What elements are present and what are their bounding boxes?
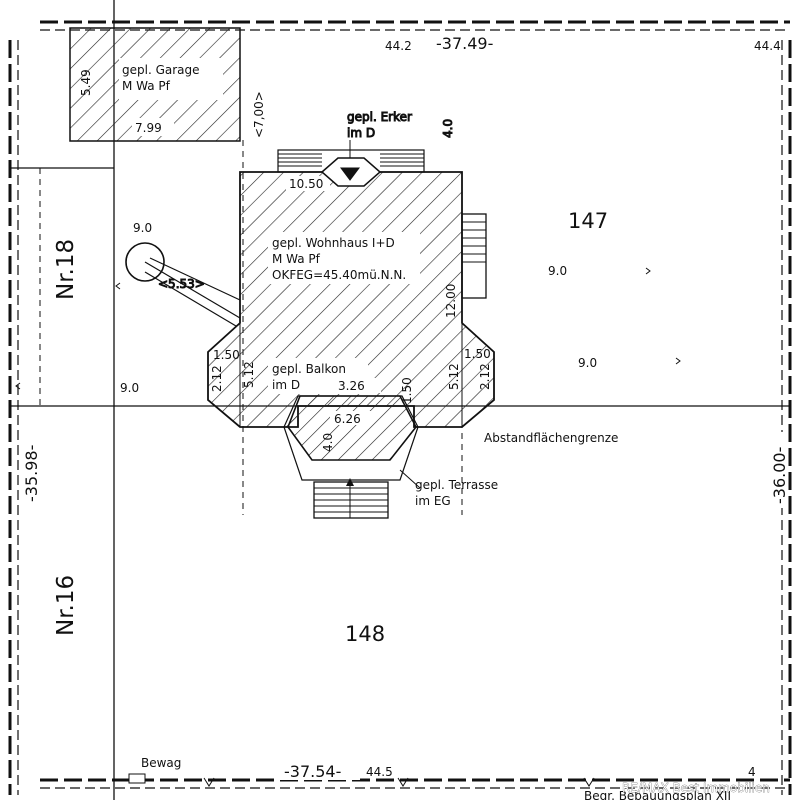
tree-distance: <5.53>	[158, 277, 205, 291]
balcony-side-f: 2.12	[478, 363, 492, 390]
distance-left-upper: 9.0	[133, 221, 152, 235]
distance-right-upper: 9.0	[548, 264, 567, 278]
side-stair	[461, 213, 487, 299]
parcel-number-north: 147	[568, 209, 608, 233]
property-boundary	[8, 20, 792, 795]
house-label-3: OKFEG=45.40mü.N.N.	[272, 268, 406, 282]
house-label-1: gepl. Wohnhaus I+D	[272, 236, 395, 250]
erker-label-1: gepl. Erker	[347, 110, 412, 124]
boundary-label: Abstandflächengrenze	[484, 431, 618, 445]
elevation-top-right: 44.4	[754, 39, 781, 53]
house: gepl. Wohnhaus I+D M Wa Pf OKFEG=45.40mü…	[207, 171, 495, 428]
balcony-side-g: 1.50	[464, 347, 491, 361]
watermark: RE/MAX Best Immobilien	[622, 781, 770, 795]
dimension-arrows	[15, 267, 681, 390]
elevation-bottom-right: 4	[748, 765, 756, 779]
balcony-label-2: im D	[272, 378, 300, 392]
garage-depth: 5.49	[79, 69, 93, 96]
balcony-side-e: 5.12	[447, 363, 461, 390]
garage-offset: <7,00>	[252, 91, 266, 138]
top-dimension: -37.49-	[436, 34, 493, 53]
erker-depth: 4.0	[441, 119, 455, 138]
balcony-side-a: 1.50	[213, 348, 240, 362]
distance-left-lower: 9.0	[120, 381, 139, 395]
elevation-top-left: 44.2	[385, 39, 412, 53]
house-width: 10.50	[289, 177, 323, 191]
balcony-side-c: 5.12	[242, 361, 256, 388]
garage: gepl. Garage M Wa Pf 7.99 5.49	[69, 27, 241, 142]
erker: gepl. Erker im D 4.0	[277, 110, 456, 187]
tree-symbol: <5.53>	[125, 242, 241, 327]
distance-right-lower: 9.0	[578, 356, 597, 370]
terrace-label-1: gepl. Terrasse	[415, 478, 498, 492]
garage-label-1: gepl. Garage	[122, 63, 200, 77]
erker-label-2: im D	[347, 126, 375, 140]
bottom-dimension: -37.54-	[284, 762, 341, 781]
terrace: 6.26 4.0 gepl. Terrasse im EG	[283, 395, 498, 519]
terrace-depth: 4.0	[321, 433, 335, 452]
bewag-label: Bewag	[141, 756, 181, 770]
footer-text: Begr. Bebauungsplan XII	[584, 789, 731, 800]
neighbor-label-south: Nr.16	[53, 575, 79, 636]
balcony-label-1: gepl. Balkon	[272, 362, 346, 376]
right-dimension: -36.00-	[770, 447, 789, 504]
house-label-2: M Wa Pf	[272, 252, 321, 266]
parcel-number-south: 148	[345, 622, 385, 646]
balcony-side-b: 2.12	[210, 365, 224, 392]
terrace-width: 6.26	[334, 412, 361, 426]
garage-width: 7.99	[135, 121, 162, 135]
house-depth: 12.00	[444, 284, 458, 318]
left-dimension: -35.98-	[22, 445, 41, 502]
balcony-side-d: 1.50	[400, 377, 414, 404]
bottom-ticks	[203, 777, 595, 787]
garage-label-2: M Wa Pf	[122, 79, 171, 93]
neighbor-label-north: Nr.18	[53, 239, 79, 300]
balcony-width: 3.26	[338, 379, 365, 393]
terrace-label-2: im EG	[415, 494, 451, 508]
elevation-bottom: 44.5	[366, 765, 393, 779]
bewag-box	[128, 773, 146, 784]
